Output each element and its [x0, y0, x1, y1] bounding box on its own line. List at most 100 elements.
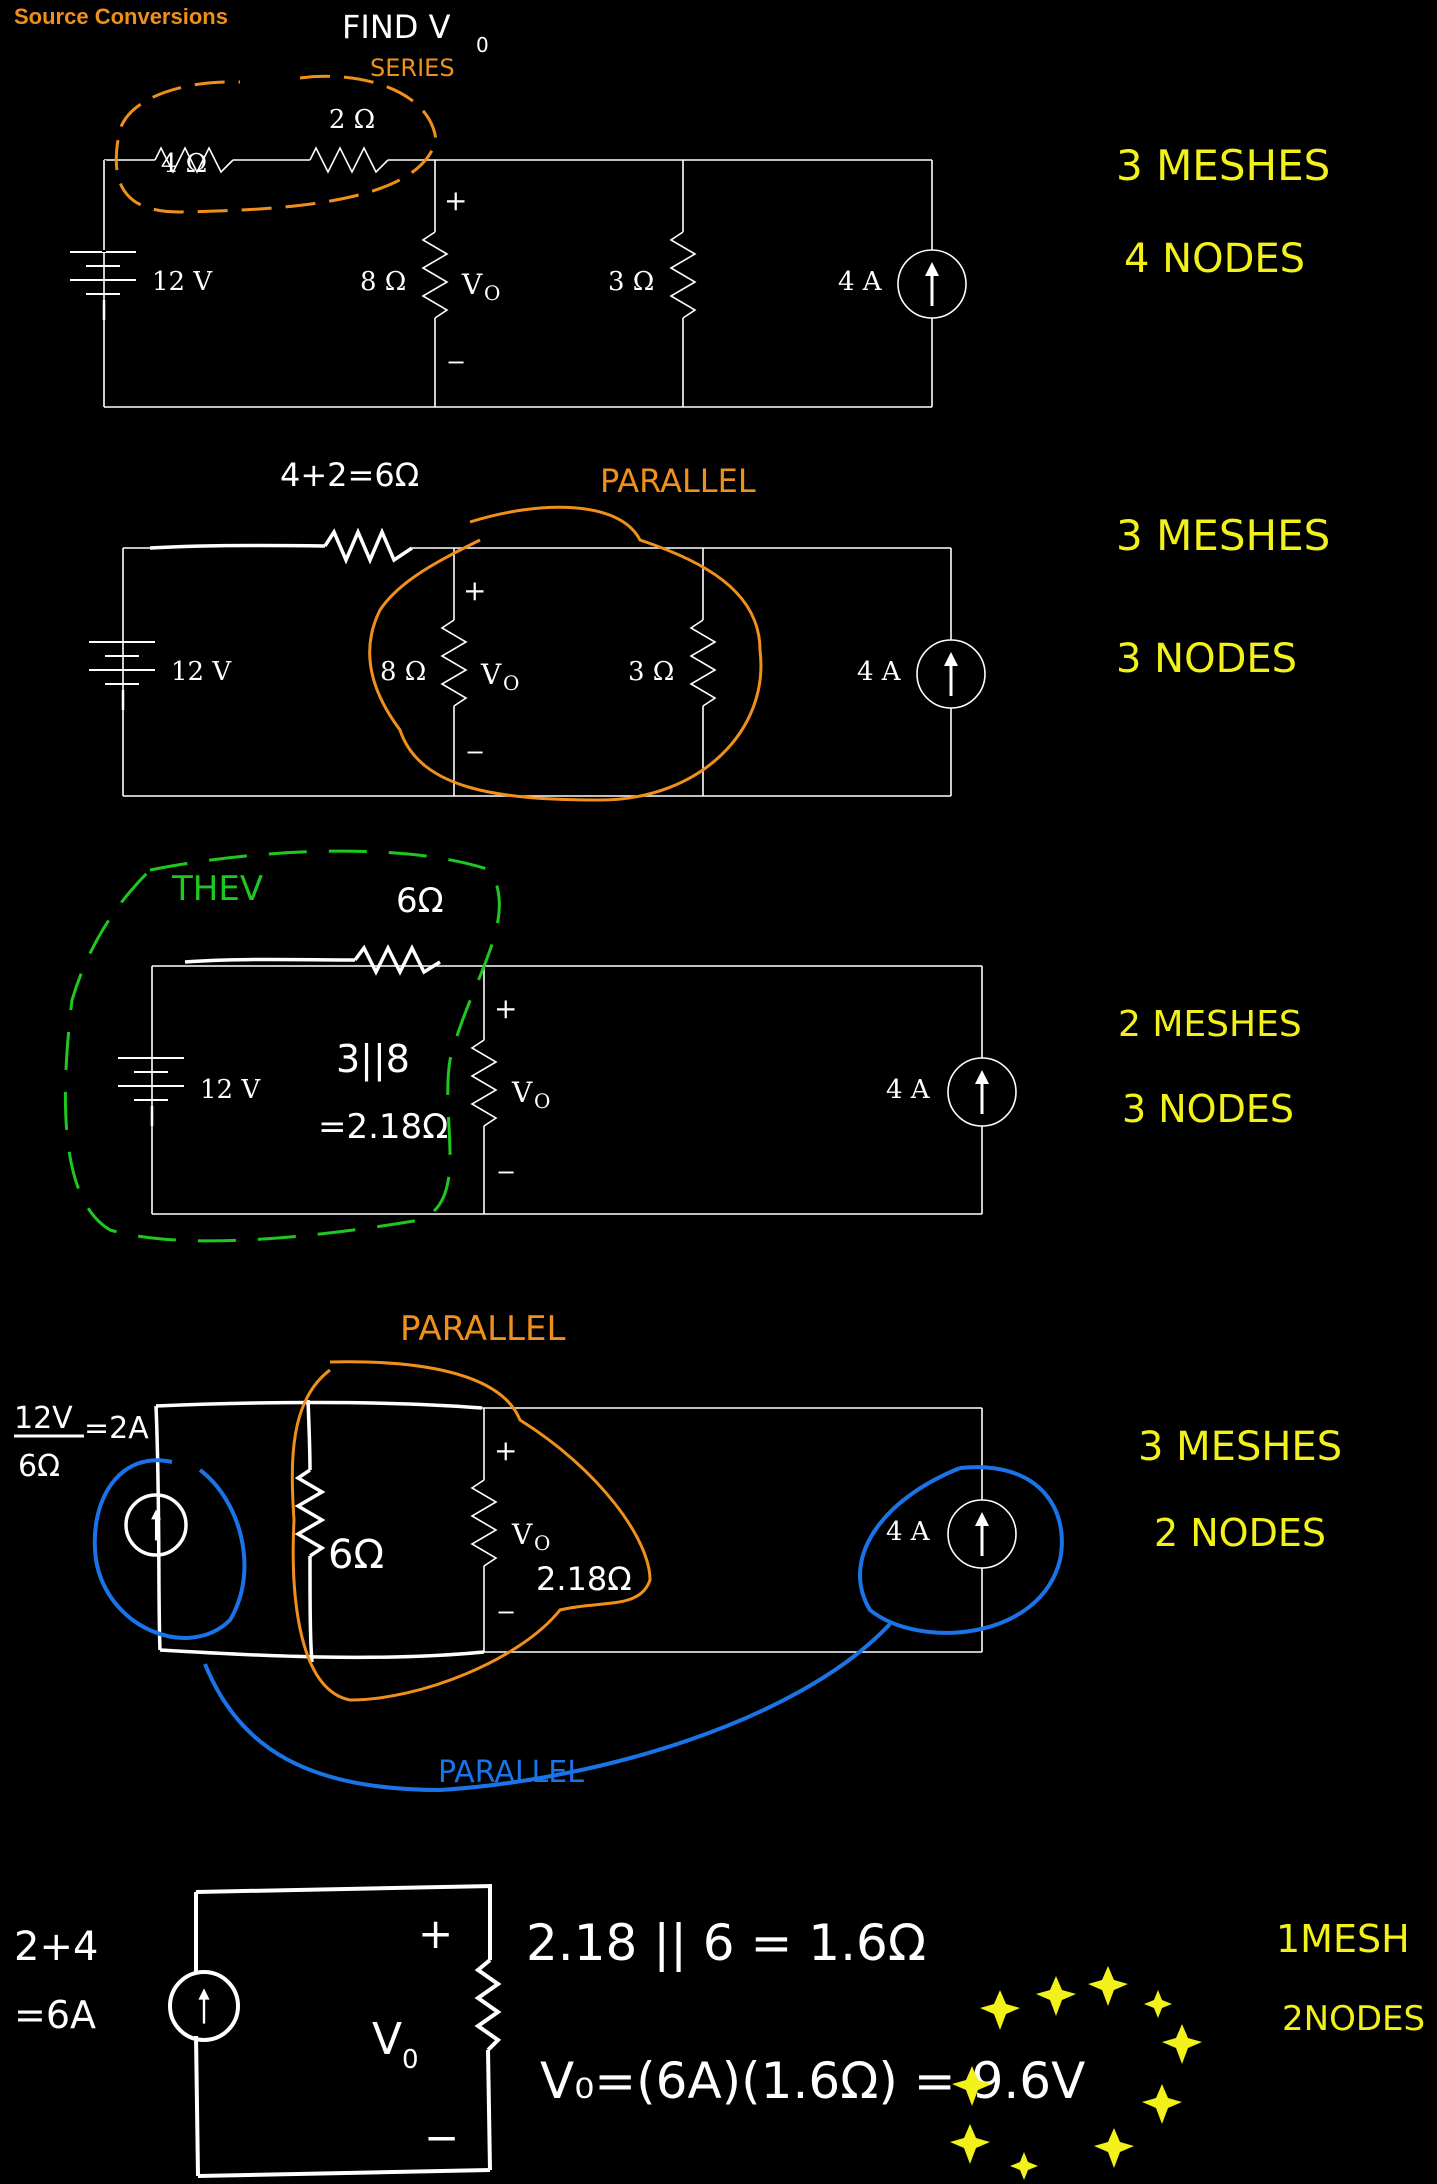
- series-circle: [114, 74, 438, 214]
- task-subscript: 0: [476, 33, 489, 57]
- label-isrc: 4 A: [838, 267, 883, 297]
- current-source-2a: [124, 1493, 188, 1557]
- label-vo-sub: O: [503, 671, 519, 695]
- label-vo-sub: O: [534, 1531, 550, 1555]
- parallel-circle: [290, 1360, 652, 1702]
- label-vo-sub: 0: [402, 2045, 419, 2075]
- node-count: 2 NODES: [1154, 1511, 1326, 1555]
- node-count: 4 NODES: [1124, 236, 1305, 282]
- minus-sign: −: [496, 1598, 516, 1626]
- mesh-count: 1MESH: [1276, 1917, 1410, 1961]
- resistor-6ohm: [323, 527, 413, 565]
- resistor-2-18ohm: [470, 1039, 498, 1127]
- node-count: 2NODES: [1282, 1999, 1425, 2039]
- plus-sign: +: [444, 184, 467, 217]
- circuit-4: PARALLEL 12V 6Ω =2A PARALLEL 6Ω V O 2.18…: [14, 1309, 1342, 1793]
- resistor-8ohm: [440, 619, 468, 707]
- minus-sign: −: [424, 2113, 459, 2162]
- note-parallel: PARALLEL: [600, 462, 756, 500]
- arrow-up-icon: [973, 1068, 991, 1116]
- current-source: [916, 639, 986, 709]
- page-title: Source Conversions: [14, 4, 228, 29]
- circuit-2: 4+2=6Ω PARALLEL 12 V 8 Ω V O 3 Ω 4 A + −…: [89, 456, 1330, 802]
- label-source: 12 V: [200, 1075, 261, 1105]
- note-parallel: PARALLEL: [400, 1309, 565, 1349]
- label-source: 12 V: [171, 657, 232, 687]
- conv-numerator: 12V: [14, 1401, 73, 1436]
- label-isrc: 4 A: [886, 1075, 931, 1105]
- label-vo: V: [480, 658, 502, 691]
- current-source: [897, 249, 967, 319]
- label-vo-sub: O: [534, 1089, 550, 1113]
- resistor-4ohm: [154, 146, 234, 174]
- label-r218: 2.18Ω: [536, 1560, 632, 1598]
- blue-circle-right: [858, 1465, 1064, 1635]
- node-count: 3 NODES: [1122, 1087, 1294, 1131]
- circuit-5: 2+4 =6A + − V 0 2.18 || 6 = 1.6Ω V₀=(6A)…: [14, 1884, 1425, 2180]
- conv-denominator: 6Ω: [18, 1449, 60, 1484]
- circuit-3: THEV 6Ω 12 V 3||8 =2.18Ω V O 4 A + − 2 M…: [63, 849, 1302, 1243]
- note-thev: THEV: [171, 869, 263, 909]
- label-sum: 4+2=6Ω: [280, 456, 419, 494]
- label-r8: 8 Ω: [380, 657, 426, 687]
- task-label: FIND V: [342, 8, 451, 46]
- sum-bottom: =6A: [14, 1993, 96, 2037]
- label-parallel-value: =2.18Ω: [318, 1107, 448, 1147]
- sum-top: 2+4: [14, 1924, 98, 1970]
- label-r2: 2 Ω: [329, 105, 375, 135]
- plus-sign: +: [418, 1909, 453, 1958]
- plus-sign: +: [494, 1434, 517, 1467]
- arrow-up-icon: [973, 1510, 991, 1558]
- resistor-6ohm: [353, 944, 441, 976]
- battery-icon: [89, 641, 155, 710]
- resistor-2-18ohm: [470, 1479, 498, 1567]
- plus-sign: +: [494, 992, 517, 1025]
- node-count: 3 NODES: [1116, 636, 1297, 682]
- parallel-circle: [368, 505, 763, 802]
- battery-icon: [118, 1057, 184, 1126]
- note-series: SERIES: [370, 54, 455, 82]
- minus-sign: −: [496, 1158, 516, 1186]
- minus-sign: −: [465, 738, 485, 766]
- mesh-count: 2 MESHES: [1118, 1004, 1302, 1045]
- battery-icon: [70, 251, 136, 320]
- arrow-up-icon: [197, 1987, 211, 2025]
- arrow-up-icon: [942, 650, 960, 698]
- label-r1: 4 Ω: [161, 149, 207, 179]
- label-source: 12 V: [152, 267, 213, 297]
- resistor-2ohm: [309, 146, 389, 174]
- sparkle-icons: [950, 1966, 1202, 2180]
- label-vo: V: [372, 2014, 402, 2065]
- resistor-8ohm: [421, 231, 449, 319]
- minus-sign: −: [446, 348, 466, 376]
- label-vo: V: [461, 268, 483, 301]
- mesh-count: 3 MESHES: [1116, 511, 1330, 560]
- current-source: [947, 1499, 1017, 1569]
- equation-result: V₀=(6A)(1.6Ω) = 9.6V: [540, 2052, 1085, 2110]
- label-r6: 6Ω: [396, 881, 444, 921]
- note-parallel-blue: PARALLEL: [438, 1755, 584, 1790]
- arrow-up-icon: [923, 260, 941, 308]
- label-r8: 8 Ω: [360, 267, 406, 297]
- label-vo: V: [511, 1518, 533, 1551]
- plus-sign: +: [463, 574, 486, 607]
- thevenin-circle: [63, 849, 501, 1243]
- label-isrc: 4 A: [886, 1517, 931, 1547]
- resistor-3ohm: [669, 231, 697, 319]
- label-r3: 3 Ω: [628, 657, 674, 687]
- label-r6: 6Ω: [328, 1532, 384, 1578]
- conv-result: =2A: [84, 1411, 149, 1446]
- label-vo-sub: O: [484, 281, 500, 305]
- label-isrc: 4 A: [857, 657, 902, 687]
- mesh-count: 3 MESHES: [1138, 1424, 1342, 1470]
- label-r3: 3 Ω: [608, 267, 654, 297]
- label-parallel: 3||8: [336, 1037, 410, 1082]
- mesh-count: 3 MESHES: [1116, 141, 1330, 190]
- equation-parallel: 2.18 || 6 = 1.6Ω: [526, 1914, 926, 1972]
- circuit-1: 4 Ω 2 Ω 12 V 8 Ω V O 3 Ω 4 A + − SERIES …: [70, 54, 1330, 408]
- current-source: [947, 1057, 1017, 1127]
- blue-connector: [203, 1622, 892, 1793]
- label-vo: V: [511, 1076, 533, 1109]
- resistor-3ohm: [689, 619, 717, 707]
